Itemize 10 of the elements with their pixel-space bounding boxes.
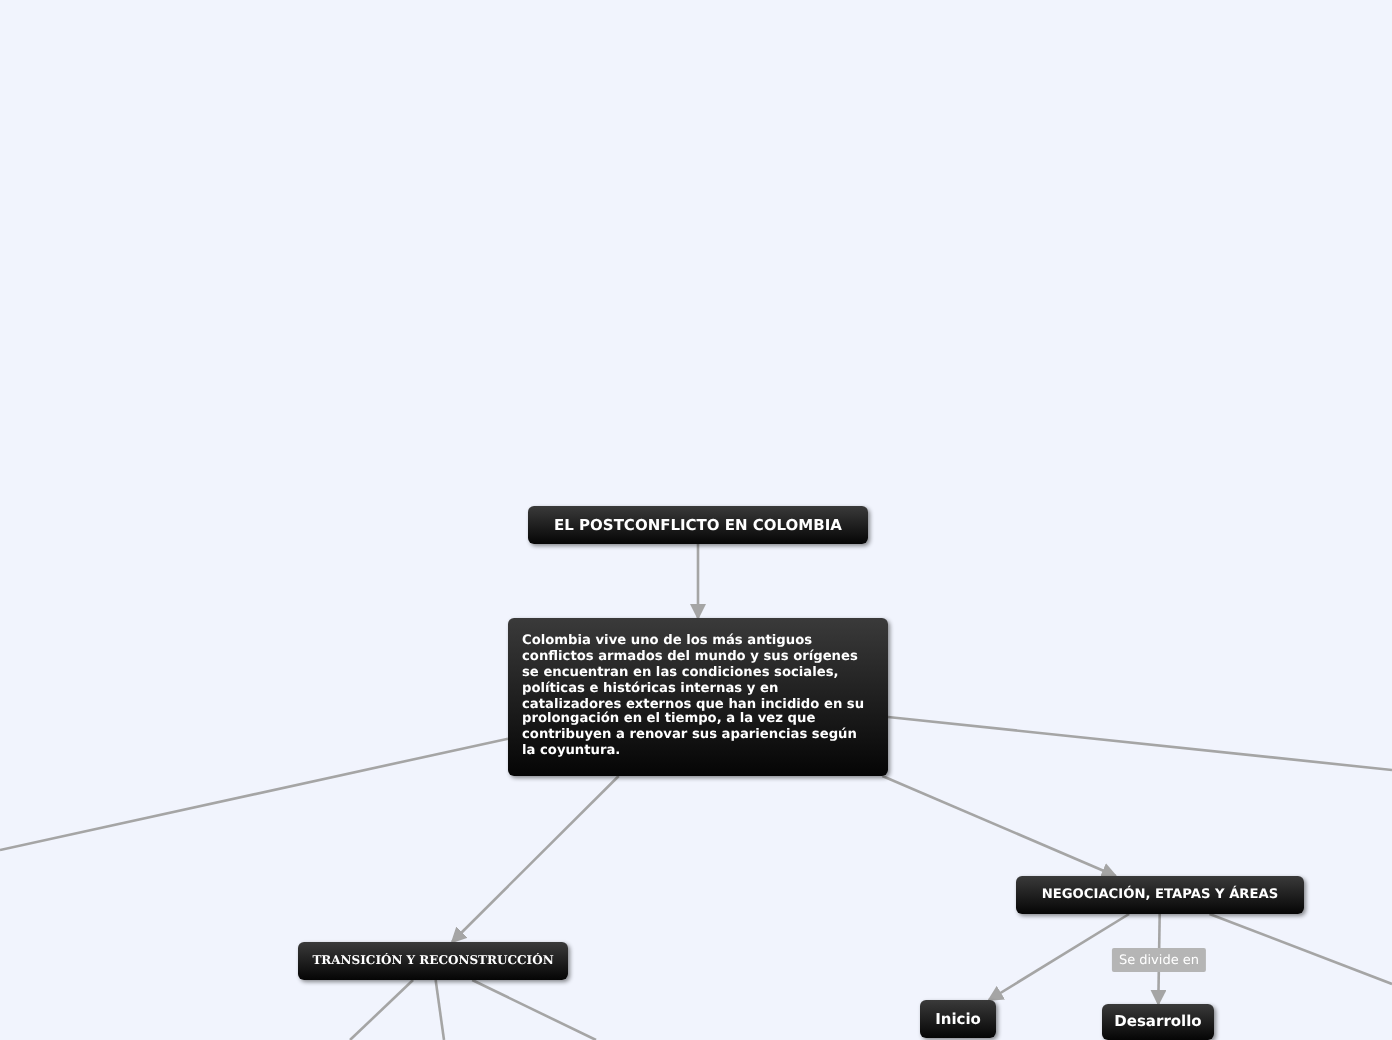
- connector-line: [471, 978, 597, 1040]
- arrow: [450, 775, 620, 944]
- arrow: [690, 544, 706, 620]
- connector-line: [349, 979, 414, 1040]
- arrow: [881, 774, 1118, 878]
- connector-line: [0, 737, 509, 852]
- connector-line: [887, 715, 1392, 772]
- connector-line: [1209, 912, 1392, 986]
- arrow: [987, 912, 1130, 1002]
- connector-line: [434, 979, 446, 1040]
